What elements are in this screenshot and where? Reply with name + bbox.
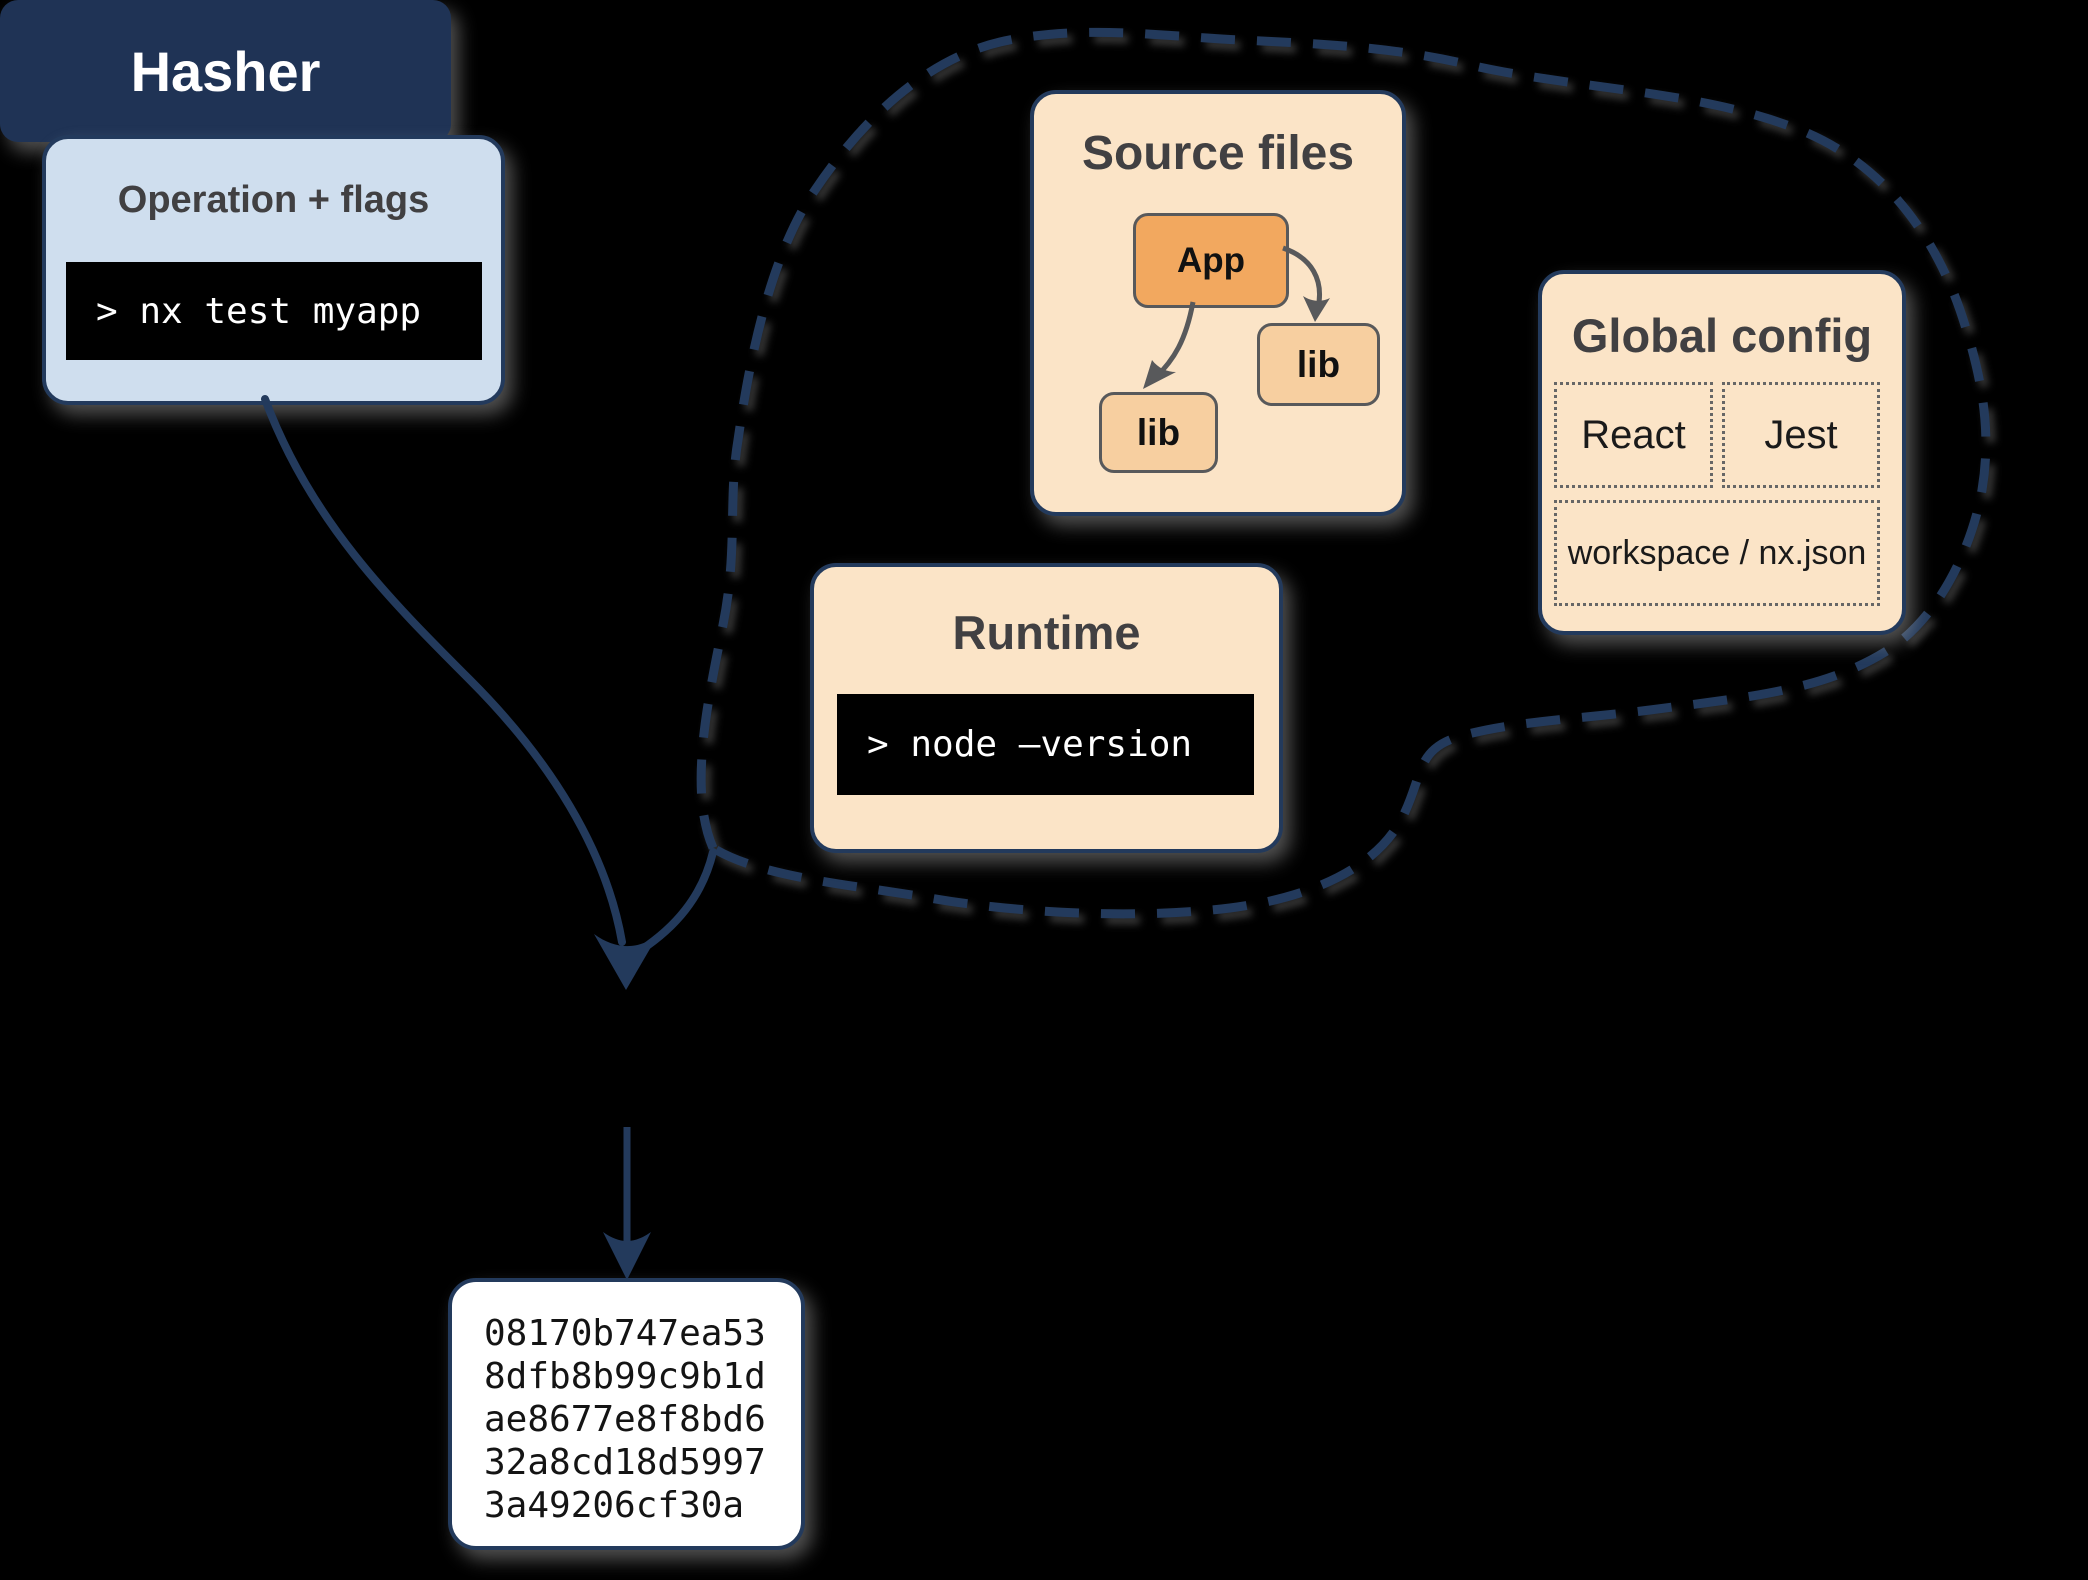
config-item-react: React bbox=[1554, 382, 1713, 488]
runtime-terminal: > node –version bbox=[837, 694, 1254, 795]
runtime-command: > node –version bbox=[867, 724, 1193, 765]
cloud-outline bbox=[696, 27, 1991, 919]
config-item-jest-label: Jest bbox=[1764, 412, 1838, 457]
lib-node-right-label: lib bbox=[1296, 343, 1341, 385]
config-item-jest: Jest bbox=[1722, 382, 1880, 488]
hash-line: 32a8cd18d5997 bbox=[484, 1442, 766, 1483]
hash-line: 8dfb8b99c9b1d bbox=[484, 1356, 766, 1397]
hash-output-box: 08170b747ea53 8dfb8b99c9b1d ae8677e8f8bd… bbox=[448, 1278, 805, 1550]
operation-flags-box: Operation + flags > nx test myapp bbox=[42, 135, 505, 405]
app-node: App bbox=[1133, 213, 1289, 308]
hasher-label: Hasher bbox=[130, 39, 321, 103]
global-config-title: Global config bbox=[1571, 309, 1873, 362]
config-item-workspace: workspace / nx.json bbox=[1554, 500, 1880, 606]
app-node-label: App bbox=[1176, 240, 1246, 280]
hash-line: ae8677e8f8bd6 bbox=[484, 1399, 766, 1440]
hash-line: 3a49206cf30a bbox=[484, 1485, 745, 1526]
config-item-workspace-label: workspace / nx.json bbox=[1567, 533, 1867, 572]
config-item-react-label: React bbox=[1581, 412, 1686, 457]
source-files-title: Source files bbox=[1081, 127, 1355, 180]
operation-terminal: > nx test myapp bbox=[66, 262, 482, 360]
hash-line: 08170b747ea53 bbox=[484, 1313, 766, 1354]
lib-node-left: lib bbox=[1099, 392, 1218, 473]
runtime-box: Runtime > node –version bbox=[810, 563, 1283, 853]
lib-node-right: lib bbox=[1257, 323, 1380, 406]
operation-command: > nx test myapp bbox=[96, 290, 422, 332]
runtime-title: Runtime bbox=[952, 606, 1141, 659]
source-files-box: Source files App lib lib bbox=[1030, 90, 1406, 516]
operation-flags-title: Operation + flags bbox=[117, 179, 430, 221]
global-config-box: Global config React Jest workspace / nx.… bbox=[1538, 270, 1906, 635]
hasher-box: Hasher bbox=[0, 0, 451, 142]
lib-node-left-label: lib bbox=[1136, 411, 1181, 453]
